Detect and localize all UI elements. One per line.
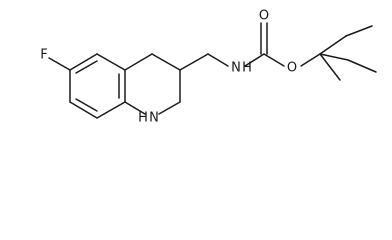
tetrahydro-ring [124, 53, 181, 115]
carbonyl-oxygen-label: O [259, 9, 269, 24]
bond-carbonyl-ester-o [263, 53, 285, 67]
ester-oxygen-label: O [287, 61, 297, 76]
bond-c5-c4a [96, 53, 126, 71]
bond-n1-c8a [124, 101, 146, 115]
bond-c4-c3 [151, 53, 181, 71]
bond-nh-carbonyl [244, 53, 265, 67]
carbamate-nitrogen-label: N [231, 61, 241, 76]
carbamate-side-chain [179, 22, 377, 81]
bond-c6-c5 [69, 53, 98, 71]
bond-c8a-c8 [96, 101, 126, 119]
double-bond-c5-c6 [75, 60, 98, 74]
benzene-ring [69, 53, 126, 119]
bond-ester-o-cq [300, 53, 321, 67]
ring-nh-h-label: H [138, 111, 148, 126]
bond-c6-f [48, 57, 71, 71]
bond-cq-me1 [319, 35, 347, 55]
fluorine-label: F [40, 48, 47, 63]
bond-ch2-nh [207, 53, 229, 67]
bond-cq-me2 [319, 53, 341, 81]
bond-c3-ch2 [179, 53, 209, 71]
bond-c8-c7 [69, 101, 98, 119]
bond-cq-me3 [319, 53, 349, 61]
carbamate-nh-h-label: H [242, 61, 252, 76]
bond-me1-tail [345, 25, 373, 37]
bond-me3-tail [347, 59, 377, 73]
tert-butyl-carbamate-structure: F H N N H O O [40, 9, 377, 126]
bond-c2-n1 [158, 101, 181, 115]
bond-c4a-c4 [124, 53, 153, 71]
double-bond-c7-c8 [75, 98, 98, 112]
ring-nitrogen-label: N [149, 111, 159, 126]
